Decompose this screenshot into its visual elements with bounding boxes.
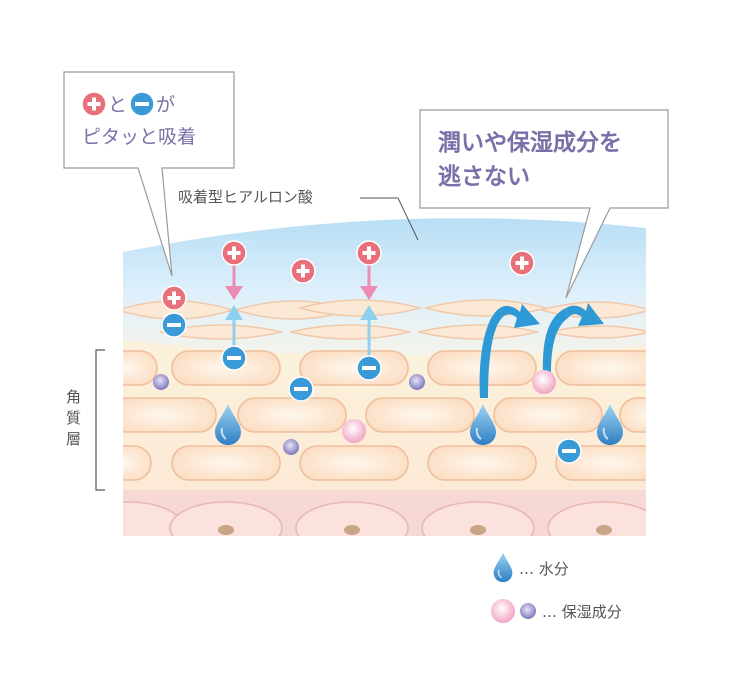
legend-moisturizer-text: … 保湿成分	[542, 603, 622, 621]
moisture-dot-icon	[283, 439, 299, 455]
flat-cells	[123, 299, 646, 340]
moisture-dot-icon	[153, 374, 169, 390]
minus-sign-icon	[161, 312, 187, 338]
callout-right: 潤いや保湿成分を 逃さない	[419, 109, 669, 299]
retention-arrows	[479, 303, 604, 398]
plus-sign-icon	[161, 285, 187, 311]
plus-sign-icon	[221, 240, 247, 266]
minus-sign-icon	[288, 376, 314, 402]
minus-sign-icon	[556, 438, 582, 464]
stratum-label-char: 質	[66, 409, 81, 427]
minus-sign-icon	[129, 91, 155, 117]
minus-sign-icon	[356, 355, 382, 381]
water-drop-icon	[492, 551, 514, 583]
stratum-label-char: 角	[66, 388, 81, 406]
corneocytes	[123, 350, 646, 481]
callout-left: と が ピタッと吸着	[63, 71, 235, 277]
callout-right-line1: 潤いや保湿成分を	[438, 129, 622, 156]
legend-water-text: … 水分	[519, 560, 569, 578]
basal-cells	[123, 501, 646, 536]
callout-left-text-mid: と	[108, 94, 127, 116]
moisture-dot-icon	[491, 599, 515, 623]
hyaluronic-label: 吸着型ヒアルロン酸	[178, 188, 419, 241]
callout-left-line2: ピタッと吸着	[82, 126, 196, 148]
moisture-dot-icon	[409, 374, 425, 390]
attraction-arrows	[225, 262, 378, 356]
stratum-label-char: 層	[66, 430, 81, 448]
moisture-dot-icon	[520, 603, 536, 619]
skin-layers	[123, 218, 646, 536]
legend: … 水分 … 保湿成分	[491, 551, 622, 623]
plus-sign-icon	[290, 258, 316, 284]
moisture-dot-icon	[532, 370, 556, 394]
hyaluronic-label-text: 吸着型ヒアルロン酸	[178, 188, 313, 206]
moisture-dot-icon	[342, 419, 366, 443]
minus-sign-icon	[221, 345, 247, 371]
plus-sign-icon	[356, 240, 382, 266]
callout-right-line2: 逃さない	[438, 164, 530, 190]
stratum-corneum-label: 角 質 層	[66, 349, 105, 491]
plus-sign-icon	[509, 250, 535, 276]
callout-left-text-end: が	[156, 94, 175, 116]
plus-sign-icon	[81, 91, 107, 117]
